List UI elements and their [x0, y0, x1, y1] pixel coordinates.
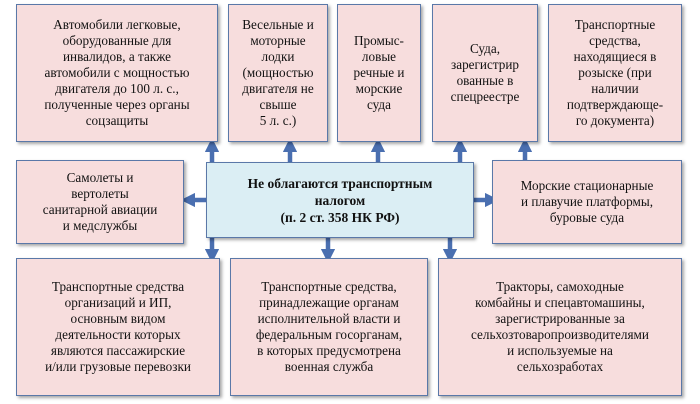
box-ships: Суда, зарегистрир ованные в спецреестре: [432, 4, 538, 142]
box-aircraft-text: Самолеты и вертолеты санитарной авиации …: [42, 170, 158, 233]
box-tractors: Тракторы, самоходные комбайны и спецавто…: [438, 258, 682, 396]
box-aircraft: Самолеты и вертолеты санитарной авиации …: [16, 160, 184, 244]
box-boats: Весельные и моторные лодки (мощностью дв…: [228, 4, 328, 142]
box-fishing-text: Промыс- ловые речные и морские суда: [353, 33, 405, 112]
box-cars: Автомобили легковые, оборудованные для и…: [16, 4, 218, 142]
box-platforms: Морские стационарные и плавучие платформ…: [492, 160, 682, 244]
box-fishing: Промыс- ловые речные и морские суда: [337, 4, 421, 142]
box-cars-text: Автомобили легковые, оборудованные для и…: [44, 17, 190, 128]
box-ships-text: Суда, зарегистрир ованные в спецреестре: [450, 41, 520, 104]
box-passenger: Транспортные средства организаций и ИП, …: [16, 258, 220, 396]
center-box: Не облагаются транспортным налогом (п. 2…: [206, 162, 474, 238]
box-wanted: Транспортные средства, находящиеся в роз…: [548, 4, 682, 142]
box-tractors-text: Тракторы, самоходные комбайны и спецавто…: [471, 279, 649, 374]
box-wanted-text: Транспортные средства, находящиеся в роз…: [566, 17, 664, 128]
box-government-text: Транспортные средства, принадлежащие орг…: [255, 279, 403, 374]
box-passenger-text: Транспортные средства организаций и ИП, …: [45, 279, 191, 374]
center-title: Не облагаются транспортным налогом (п. 2…: [247, 175, 433, 225]
box-boats-text: Весельные и моторные лодки (мощностью дв…: [242, 17, 314, 128]
box-platforms-text: Морские стационарные и плавучие платформ…: [520, 178, 654, 225]
box-government: Транспортные средства, принадлежащие орг…: [230, 258, 428, 396]
